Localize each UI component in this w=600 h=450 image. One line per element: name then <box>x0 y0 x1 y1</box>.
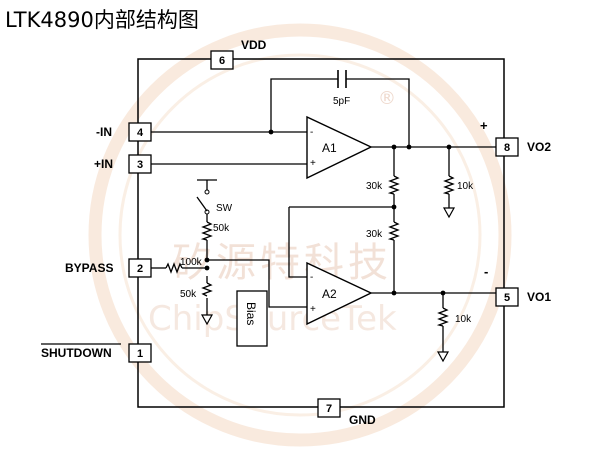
pin-label: VDD <box>241 38 267 52</box>
pin-number: 4 <box>137 127 144 139</box>
amp-plus-sign: + <box>310 304 316 315</box>
bias-label: Bias <box>244 302 258 325</box>
capacitor-label: 5pF <box>333 96 350 107</box>
pin-label: SHUTDOWN <box>41 346 112 360</box>
pin-shutdown: 1 SHUTDOWN <box>41 343 152 363</box>
switch-sw: SW <box>196 189 233 215</box>
pin-number: 6 <box>219 55 225 67</box>
amp-label: A1 <box>322 141 337 155</box>
pin-in-plus: 3 +IN <box>94 154 152 174</box>
resistor-label: 30k <box>366 229 383 240</box>
resistor-sw-50k: 50k <box>200 221 230 241</box>
pin-in-minus: 4 -IN <box>96 122 152 142</box>
pin-number: 8 <box>504 142 510 154</box>
pin-label: VO2 <box>527 140 551 154</box>
resistor-bias-50k: 50k <box>180 282 213 300</box>
pin-number: 7 <box>326 403 332 415</box>
resistor-label: 100k <box>180 257 203 268</box>
junction-dots <box>204 129 452 296</box>
amp-minus-sign: - <box>310 127 313 138</box>
resistor-label: 10k <box>457 181 474 192</box>
watermark-registered-mark: ® <box>378 88 396 109</box>
watermark-inner-ring <box>118 53 482 417</box>
amp-label: A2 <box>322 287 337 301</box>
pin-label: GND <box>349 413 376 427</box>
ground-symbol <box>200 314 214 326</box>
watermark-chinese: 矽源特科技 <box>172 240 392 286</box>
watermark: 矽源特科技 ChipSourceTek ® <box>88 23 512 447</box>
resistor-label: 30k <box>366 181 383 192</box>
resistor-label: 50k <box>180 289 197 300</box>
pin-vo2: 8 VO2 <box>495 137 551 157</box>
resistor-fb-top: 30k <box>366 175 400 195</box>
pin-label: BYPASS <box>65 261 113 275</box>
resistor-bypass-100k: 100k <box>165 257 203 274</box>
pin-label: VO1 <box>527 290 551 304</box>
resistor-label: 10k <box>455 314 472 325</box>
resistor-load-vo1: 10k <box>436 307 472 327</box>
pin-vdd: 6 VDD <box>210 38 267 70</box>
bias-block: Bias <box>236 290 268 347</box>
switch-label: SW <box>216 203 233 214</box>
vo1-polarity: - <box>484 264 488 279</box>
resistor-fb-bottom: 30k <box>366 221 400 241</box>
diagram-title: LTK4890内部结构图 <box>5 8 199 32</box>
amp-plus-sign: + <box>310 158 316 169</box>
watermark-english: ChipSourceTek <box>148 299 397 339</box>
watermark-outer-ring <box>88 23 512 447</box>
wiring <box>151 78 496 352</box>
pin-number: 3 <box>137 159 143 171</box>
resistor-label: 50k <box>213 223 230 234</box>
capacitor-5pf: 5pF <box>333 70 350 107</box>
ground-symbols <box>200 207 456 363</box>
pin-number: 2 <box>137 263 143 275</box>
pin-bypass: 2 BYPASS <box>65 258 152 278</box>
pin-vo1: 5 VO1 <box>495 287 551 307</box>
pin-number: 1 <box>137 348 143 360</box>
amp-minus-sign: - <box>310 272 313 283</box>
pin-label: -IN <box>96 125 112 139</box>
resistor-load-vo2: 10k <box>442 175 474 195</box>
pin-number: 5 <box>504 292 510 304</box>
ground-symbol <box>436 351 450 363</box>
ground-symbol <box>442 207 456 219</box>
chip-outline <box>137 58 505 408</box>
amplifier-a1: A1 - + <box>306 115 373 180</box>
vo2-polarity: + <box>480 118 488 133</box>
pin-gnd: 7 GND <box>317 398 376 427</box>
amplifier-a2: A2 - + <box>306 261 373 326</box>
pin-label: +IN <box>94 157 113 171</box>
